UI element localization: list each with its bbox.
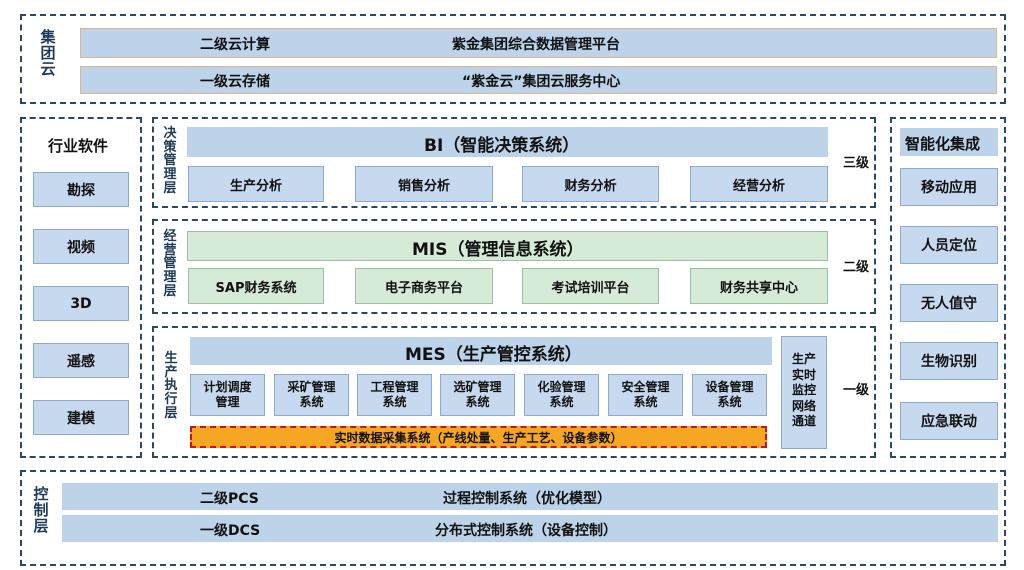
- industry-item: 勘探: [33, 172, 129, 207]
- integration-item: 生物识别: [900, 342, 998, 380]
- production-module: 工程管理 系统: [357, 374, 432, 416]
- operation-item: 财务共享中心: [690, 268, 828, 304]
- industry-item: 遥感: [33, 343, 129, 378]
- mis-title-bar: [187, 231, 828, 261]
- production-module: 设备管理 系统: [692, 374, 767, 416]
- bi-title-bar: [187, 127, 828, 157]
- production-module: 选矿管理 系统: [440, 374, 515, 416]
- decision-level: 三级: [843, 156, 870, 171]
- group-cloud-label: 集团云: [40, 28, 56, 78]
- industry-item: 建模: [33, 400, 129, 435]
- pcs-bar: [62, 483, 998, 510]
- mis-title: MIS（管理信息系统）: [412, 240, 584, 260]
- operation-item: 电子商务平台: [355, 268, 493, 304]
- cloud-computing-title: 紫金集团综合数据管理平台: [452, 37, 620, 53]
- industry-item: 3D: [33, 286, 129, 321]
- integration-item: 无人值守: [900, 284, 998, 322]
- operation-level: 二级: [843, 260, 870, 275]
- monitor-network-box: [781, 336, 827, 449]
- production-module: 化验管理 系统: [524, 374, 599, 416]
- integration-item: 应急联动: [900, 402, 998, 440]
- cloud-computing-bar: [80, 28, 997, 58]
- production-level: 一级: [843, 383, 870, 398]
- cloud-computing-level: 二级云计算: [200, 37, 270, 53]
- dcs-title: 分布式控制系统（设备控制）: [435, 523, 617, 539]
- production-module: 采矿管理 系统: [274, 374, 349, 416]
- intelligent-integration-title-bar: [900, 128, 998, 156]
- monitor-network-label: 生产实时监控网络通道: [791, 352, 816, 429]
- integration-item: 移动应用: [900, 168, 998, 206]
- decision-layer-label: 决策管理层: [163, 126, 177, 196]
- decision-item: 生产分析: [188, 166, 324, 202]
- pcs-title: 过程控制系统（优化模型）: [443, 491, 611, 507]
- mes-title-bar: [190, 337, 772, 365]
- decision-item: 经营分析: [690, 166, 828, 202]
- decision-item: 财务分析: [522, 166, 659, 202]
- decision-item: 销售分析: [355, 166, 493, 202]
- operation-layer-label: 经营管理层: [163, 229, 177, 299]
- industry-item: 视频: [33, 229, 129, 264]
- production-module: 计划调度 管理: [190, 374, 265, 416]
- production-layer-label: 生产执行层: [164, 351, 178, 421]
- operation-item: 考试培训平台: [522, 268, 659, 304]
- mes-title: MES（生产管控系统）: [405, 345, 582, 365]
- cloud-storage-bar: [80, 66, 997, 94]
- realtime-data-bar: 实时数据采集系统（产线处量、生产工艺、设备参数）: [190, 426, 767, 448]
- dcs-bar: [62, 515, 998, 542]
- dcs-level: 一级DCS: [200, 523, 261, 539]
- intelligent-integration-title: 智能化集成: [905, 135, 981, 153]
- production-module: 安全管理 系统: [608, 374, 683, 416]
- operation-item: SAP财务系统: [188, 268, 324, 304]
- cloud-storage-level: 一级云存储: [200, 74, 270, 90]
- bi-title: BI（智能决策系统）: [424, 136, 580, 156]
- cloud-storage-title: “紫金云”集团云服务中心: [462, 74, 621, 90]
- industry-software-title: 行业软件: [48, 137, 109, 155]
- pcs-level: 二级PCS: [200, 491, 259, 507]
- control-layer-label: 控制层: [33, 485, 49, 535]
- integration-item: 人员定位: [900, 226, 998, 264]
